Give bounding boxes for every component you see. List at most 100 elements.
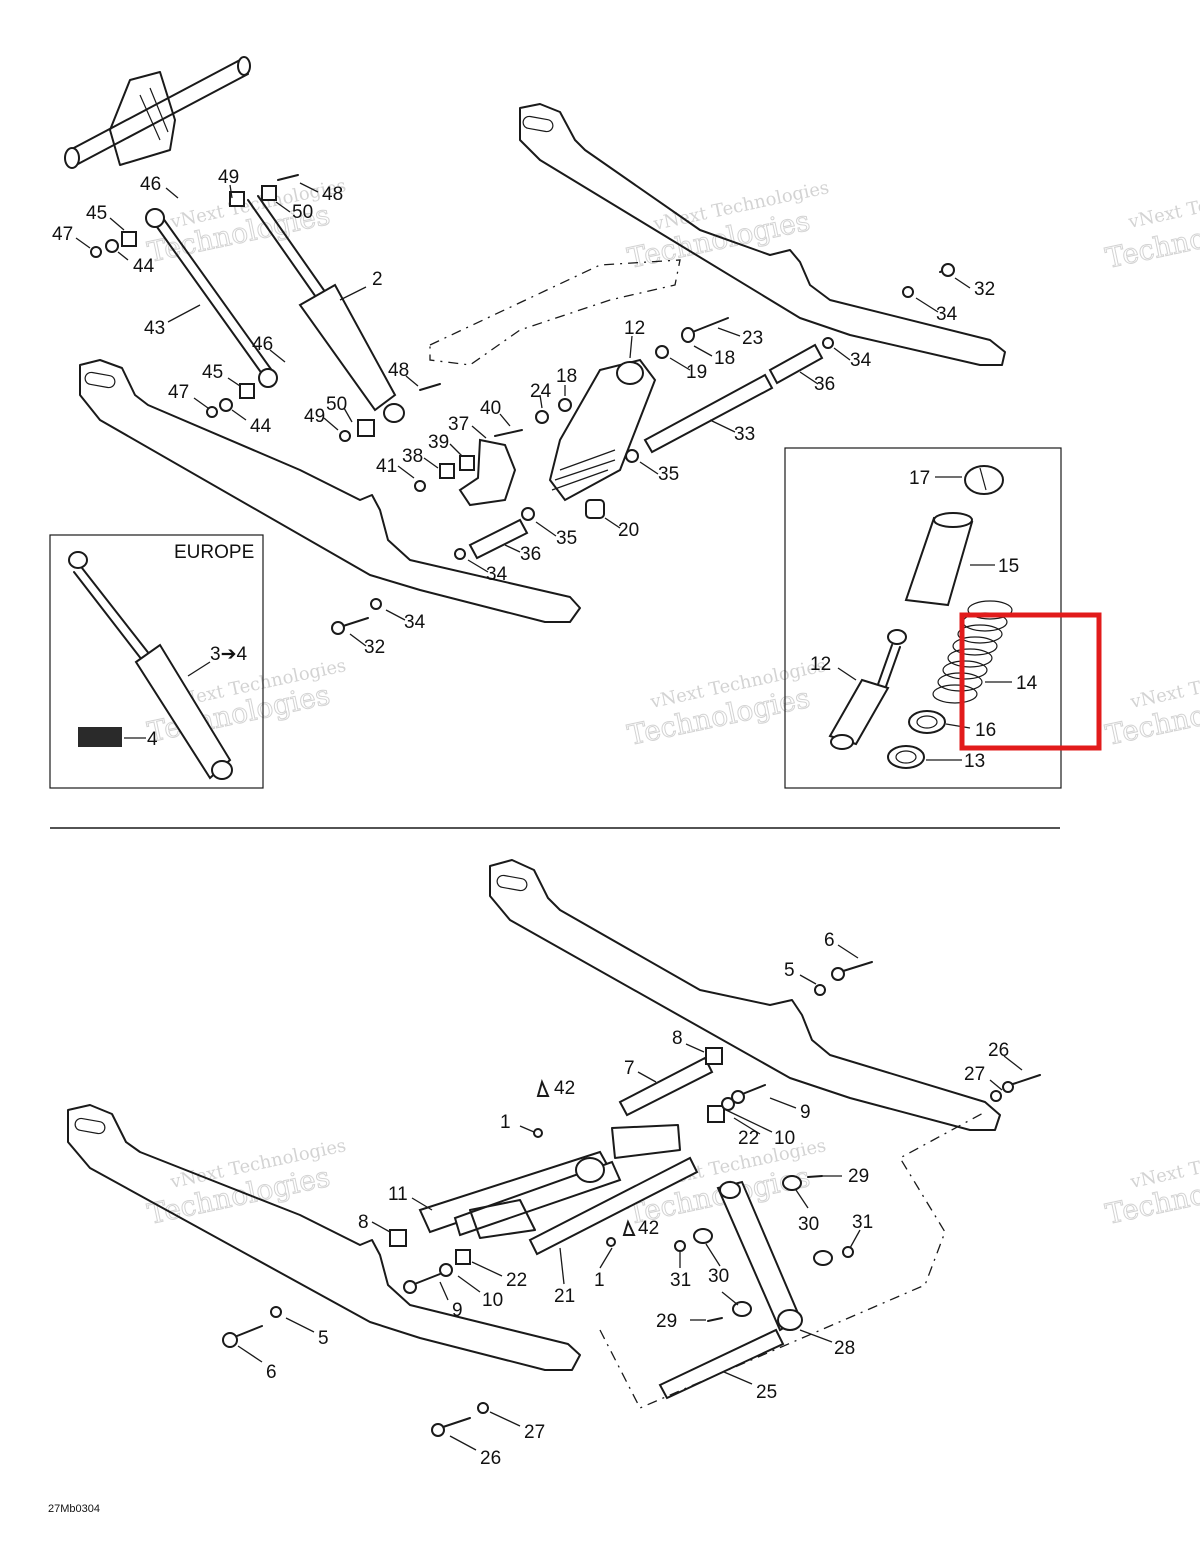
callout-8: 8 [672,1028,683,1049]
callout-40: 40 [480,398,501,419]
link-28-drawing [716,1180,803,1332]
callout-18b: 18 [714,348,735,369]
main-shock-12-drawing [548,358,657,502]
callout-22: 22 [738,1128,759,1149]
callout-37: 37 [448,414,469,435]
shock-absorber-2-drawing [247,195,405,423]
callout-43: 43 [144,318,165,339]
spring-stopper-17-drawing [964,465,1004,495]
callout-41: 41 [376,456,397,477]
callout-33: 33 [734,424,755,445]
callout-26b: 26 [480,1448,501,1469]
callout-8b: 8 [358,1212,369,1233]
bottom-skid-rail-left-drawing [67,1104,581,1371]
callout-29: 29 [848,1166,869,1187]
callout-36: 36 [814,374,835,395]
callout-29b: 29 [656,1311,677,1332]
shock-detail-inset: 17 15 12 14 16 13 [784,447,1102,789]
callout-16: 16 [975,720,996,741]
rear-arm-11-drawing [418,1124,681,1239]
callout-38: 38 [402,446,423,467]
callout-32: 32 [974,279,995,300]
callout-50b: 50 [326,394,347,415]
callout-12-detail: 12 [810,654,831,675]
callout-14: 14 [1016,673,1038,694]
callout-31b: 31 [852,1212,873,1233]
front-arm-drawing [64,56,251,169]
callout-44b: 44 [250,416,272,437]
callout-45: 45 [86,203,107,224]
highlight-box-spring [959,612,1102,751]
link-rod-43-drawing [145,208,278,388]
callout-48b: 48 [388,360,409,381]
shaft-21-drawing [528,1156,699,1256]
rod-36-lower-drawing [468,518,529,560]
callout-50: 50 [292,202,313,223]
callout-46: 46 [140,174,161,195]
top-assembly: 46 49 48 45 50 47 44 2 43 46 45 48 47 50… [52,56,1006,658]
hardware-group-drawing [90,185,914,610]
skid-rail-right-drawing [519,103,1006,366]
callout-47: 47 [52,224,73,245]
bottom-callout-labels: 6 5 8 7 42 1 9 22 10 26 27 29 11 8 22 9 … [266,930,1009,1469]
callout-35b: 35 [556,528,577,549]
callout-1: 1 [500,1112,511,1133]
shock-inset-frame [784,447,1062,789]
bottom-hardware-drawing [222,961,1041,1437]
callout-39: 39 [428,432,449,453]
callout-5b: 5 [318,1328,329,1349]
callout-27: 27 [964,1064,985,1085]
callout-21: 21 [554,1286,575,1307]
callout-9b: 9 [452,1300,463,1321]
callout-34: 34 [936,304,958,325]
callout-20: 20 [618,520,639,541]
callout-42: 42 [554,1078,575,1099]
callout-12: 12 [624,318,645,339]
washer-13-drawing [887,745,925,769]
europe-label-plate-drawing [78,727,122,747]
rear-arm-phantom-drawing [429,259,681,366]
drawing-code: 27Mb0304 [48,1503,100,1515]
rod-33-drawing [643,373,774,454]
bottom-skid-rail-right-drawing [489,859,1001,1131]
callout-31: 31 [670,1270,691,1291]
callout-47b: 47 [168,382,189,403]
callout-23: 23 [742,328,763,349]
callout-10b: 10 [482,1290,503,1311]
callout-5: 5 [784,960,795,981]
shock-12-detail-drawing [828,629,907,750]
callout-30: 30 [708,1266,729,1287]
callout-30b: 30 [798,1214,819,1235]
europe-shock-drawing [68,551,233,780]
shaft-25-drawing [658,1328,785,1400]
bolt-group-drawing [277,174,955,635]
callout-34c: 34 [404,612,426,633]
callout-22b: 22 [506,1270,527,1291]
callout-15: 15 [998,556,1019,577]
callout-1b: 1 [594,1270,605,1291]
callout-26: 26 [988,1040,1009,1061]
callout-6b: 6 [266,1362,277,1383]
callout-10: 10 [774,1128,795,1149]
callout-11: 11 [388,1184,408,1205]
spring-seat-16-drawing [908,710,946,734]
callout-49b: 49 [304,406,325,427]
callout-48: 48 [322,184,343,205]
skid-rail-left-drawing [79,359,581,623]
shaft-7-drawing [618,1056,714,1117]
callout-6: 6 [824,930,835,951]
callout-18: 18 [556,366,577,387]
phantom-outline-drawing [599,1111,986,1409]
callout-13: 13 [964,751,985,772]
top-leader-lines [75,182,971,647]
bellcrank-37-drawing [458,438,517,507]
callout-27b: 27 [524,1422,545,1443]
callout-3-to-4: 3➔4 [210,644,247,665]
callout-44: 44 [133,256,155,277]
rod-36-drawing [768,343,824,385]
europe-inset-frame [49,534,264,789]
callout-42b: 42 [638,1218,659,1239]
callout-36b: 36 [520,544,541,565]
